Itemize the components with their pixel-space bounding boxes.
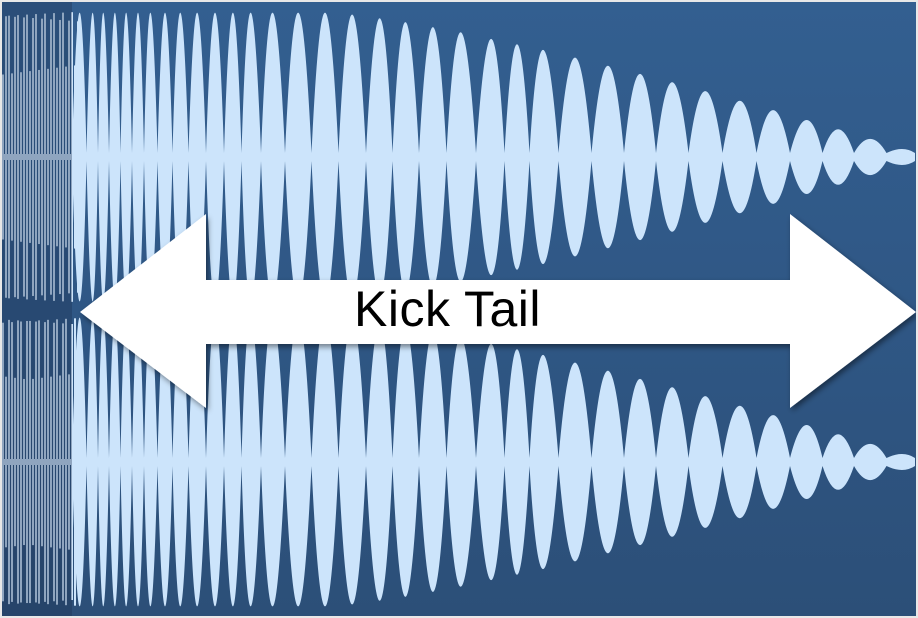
kick-tail-label: Kick Tail xyxy=(354,281,541,337)
selection-shade-region[interactable] xyxy=(2,2,72,616)
